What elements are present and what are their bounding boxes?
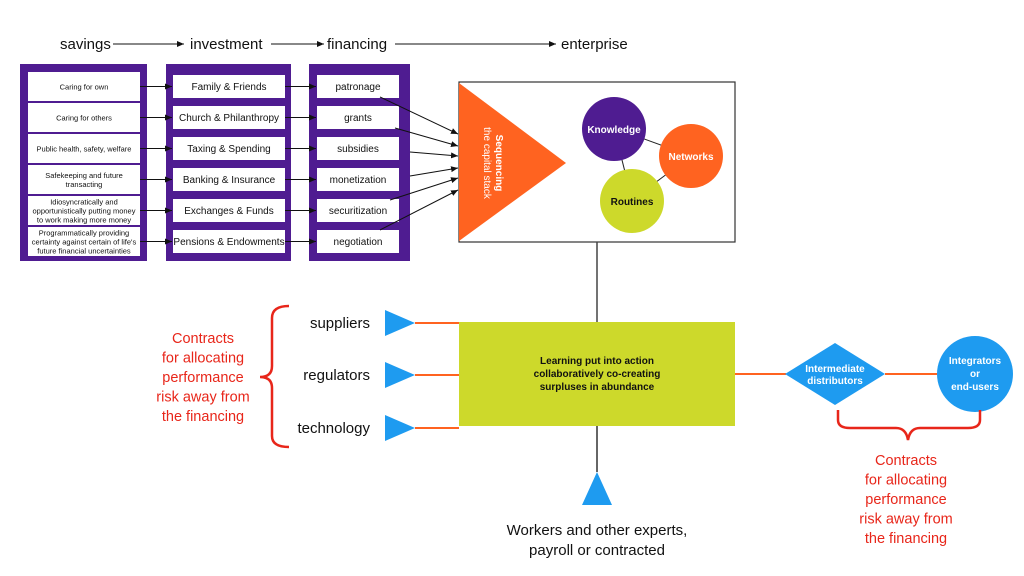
core-line-2: collaboratively co-creating <box>534 369 661 380</box>
distributors-line-2: distributors <box>807 376 863 387</box>
savings-label: certainty against certain of life's <box>32 238 137 247</box>
savings-label: Idiosyncratically and <box>50 198 118 207</box>
header-financing: financing <box>327 36 387 53</box>
savings-label: opportunistically putting money <box>33 207 136 216</box>
funnel-arrow <box>379 96 459 135</box>
savings-label: transacting <box>66 180 103 189</box>
left-brace <box>259 304 290 449</box>
networks-label: Networks <box>668 152 713 163</box>
investment-box <box>173 199 285 222</box>
savings-label: Safekeeping and future <box>45 171 123 180</box>
savings-box <box>28 196 140 225</box>
investment-box <box>173 137 285 160</box>
right-contracts-line: risk away from <box>859 512 952 528</box>
knowledge-circle <box>582 97 646 161</box>
investment-label: Pensions & Endowments <box>173 237 284 248</box>
financing-box <box>317 230 399 253</box>
knowledge-label: Knowledge <box>587 125 641 136</box>
savings-box <box>28 134 140 163</box>
end-users-line-2: or <box>970 369 980 380</box>
left-contracts-line: risk away from <box>156 390 249 406</box>
savings-label: Public health, safety, welfare <box>37 145 132 154</box>
workers-triangle <box>582 472 612 505</box>
savings-box <box>28 227 140 256</box>
networks-circle <box>659 124 723 188</box>
input-regulators-label: regulators <box>303 367 370 384</box>
financing-box <box>317 75 399 98</box>
workers-line-1: Workers and other experts, <box>507 522 688 539</box>
funnel-arrow <box>389 177 459 201</box>
financing-label: patronage <box>335 82 380 93</box>
core-line-1: Learning put into action <box>540 356 654 367</box>
savings-label: Caring for own <box>60 83 109 92</box>
financing-label: securitization <box>329 206 387 217</box>
investment-label: Church & Philanthropy <box>179 113 279 124</box>
header-investment: investment <box>190 36 263 53</box>
capital-stack-label-1: Sequencing <box>493 135 504 192</box>
routines-label: Routines <box>611 197 654 208</box>
investment-box <box>173 168 285 191</box>
header-enterprise: enterprise <box>561 36 628 53</box>
financing-box <box>317 199 399 222</box>
funnel-arrows <box>379 96 459 231</box>
end-users-line-1: Integrators <box>949 356 1002 367</box>
end-users-line-3: end-users <box>951 382 999 393</box>
distributors-line-1: Intermediate <box>805 364 865 375</box>
investment-label: Exchanges & Funds <box>184 206 274 217</box>
capital-stack-triangle <box>459 83 566 241</box>
savings-label: Programmatically providing <box>39 229 129 238</box>
flow-header: savings investment financing enterprise <box>60 36 628 53</box>
financing-box <box>317 106 399 129</box>
funnel-arrow <box>394 127 459 147</box>
financing-label: grants <box>344 113 372 124</box>
savings-box <box>28 165 140 194</box>
left-contracts-line: the financing <box>162 409 244 425</box>
investment-label: Banking & Insurance <box>183 175 276 186</box>
financing-box <box>317 137 399 160</box>
financing-label: subsidies <box>337 144 379 155</box>
input-triangle <box>385 362 415 388</box>
left-contracts-line: Contracts <box>172 331 234 347</box>
savings-box <box>28 72 140 101</box>
input-technology-label: technology <box>297 420 370 437</box>
input-triangle <box>385 310 415 336</box>
savings-label: to work making more money <box>37 216 131 225</box>
workers-line-2: payroll or contracted <box>529 542 665 559</box>
input-triangle <box>385 415 415 441</box>
input-suppliers-label: suppliers <box>310 315 370 332</box>
right-brace <box>836 410 982 441</box>
investment-box <box>173 106 285 129</box>
end-users-circle <box>937 336 1013 412</box>
investment-box <box>173 230 285 253</box>
financing-label: negotiation <box>334 237 383 248</box>
funnel-arrow <box>409 151 459 159</box>
right-contracts-line: the financing <box>865 531 947 547</box>
left-contracts-line: performance <box>162 370 243 386</box>
investment-box <box>173 75 285 98</box>
right-contracts-line: performance <box>865 492 946 508</box>
routines-circle <box>600 169 664 233</box>
investment-label: Taxing & Spending <box>187 144 270 155</box>
distributors-diamond <box>785 343 885 405</box>
financing-label: monetization <box>330 175 387 186</box>
savings-label: future financial uncertainties <box>37 247 131 256</box>
header-savings: savings <box>60 36 111 53</box>
savings-box <box>28 103 140 132</box>
capital-stack-label-2: the capital stack <box>481 127 492 200</box>
funnel-arrow <box>379 189 459 231</box>
core-line-3: surpluses in abundance <box>540 382 655 393</box>
funnel-arrow <box>409 166 459 177</box>
savings-label: Caring for others <box>56 114 112 123</box>
left-contracts-line: for allocating <box>162 351 244 367</box>
right-contracts-line: Contracts <box>875 453 937 469</box>
core-box <box>459 322 735 426</box>
right-contracts-line: for allocating <box>865 473 947 489</box>
investment-label: Family & Friends <box>191 82 266 93</box>
financing-box <box>317 168 399 191</box>
